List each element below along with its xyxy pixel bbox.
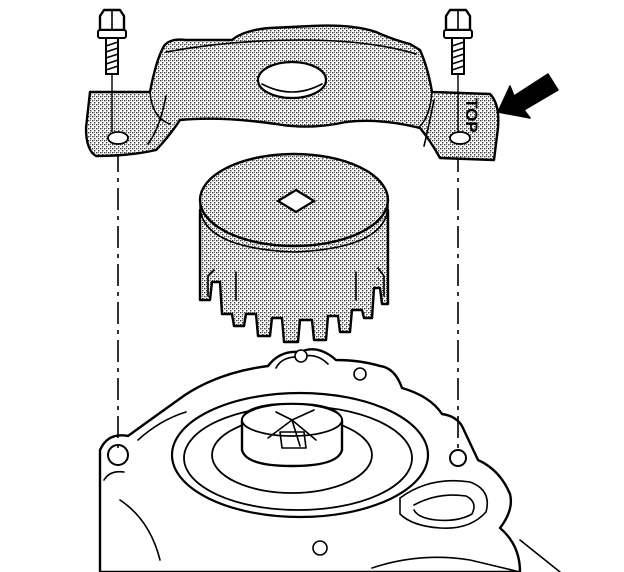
bolt-left-threads <box>105 41 119 71</box>
bolt-left-washer <box>97 29 127 39</box>
housing-channel-inner <box>413 494 475 522</box>
bracket-top-edge <box>165 39 417 55</box>
splined-pump-drive <box>198 152 390 344</box>
bracket-opening-shadow <box>261 83 323 93</box>
callout-arrow-icon <box>497 73 559 119</box>
housing-lower-right-curve <box>371 556 521 572</box>
bracket-fold-right <box>417 91 435 147</box>
housing-left-edge <box>103 411 187 481</box>
impeller-vanes <box>267 409 317 447</box>
bolt-right-washer <box>443 29 473 39</box>
drive-top-rim <box>199 204 389 253</box>
drive-body <box>198 208 390 344</box>
bracket-fold-left <box>147 91 171 145</box>
housing-bolt-hole-right <box>449 449 467 467</box>
bracket-hole-right <box>449 131 471 145</box>
lug-hole-2 <box>353 367 367 381</box>
drive-center-key <box>275 188 317 214</box>
bracket-hole-left <box>107 131 129 145</box>
impeller-hub <box>279 431 307 449</box>
bracket-top-stamp: TOP <box>462 98 481 133</box>
drive-notch-right <box>377 267 385 297</box>
retaining-bracket: TOP <box>84 24 500 162</box>
housing-channel <box>399 479 489 529</box>
housing-lower-detail <box>119 499 561 572</box>
bolt-left <box>97 8 127 132</box>
drive-notch-left <box>207 269 215 297</box>
bolt-right-threads <box>451 41 465 71</box>
housing-boss-lower <box>312 540 328 556</box>
lug-hole-1 <box>294 349 308 363</box>
housing-base <box>98 348 561 572</box>
bolt-right <box>443 8 473 132</box>
